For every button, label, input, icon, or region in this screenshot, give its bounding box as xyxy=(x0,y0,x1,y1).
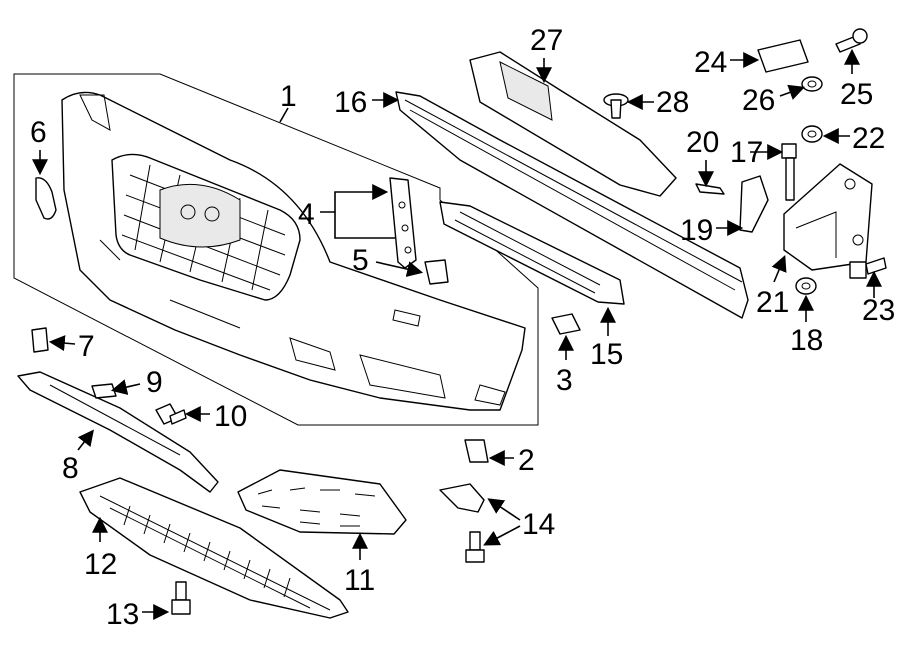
callout-4: 4 xyxy=(298,198,315,231)
callout-25: 25 xyxy=(840,78,873,111)
callout-10: 10 xyxy=(214,400,247,433)
callout-21: 21 xyxy=(756,286,789,319)
nut-18 xyxy=(795,277,817,295)
leader-lines xyxy=(32,48,882,620)
bumper-assembly-frame xyxy=(13,73,539,426)
bolt-25 xyxy=(835,28,868,53)
clip-2 xyxy=(464,439,489,463)
callout-9: 9 xyxy=(146,366,163,399)
lower-grille xyxy=(237,469,407,535)
bolt-13 xyxy=(171,581,191,615)
callout-27: 27 xyxy=(530,24,563,57)
callout-15: 15 xyxy=(590,338,623,371)
callout-18: 18 xyxy=(790,324,823,357)
clip-5 xyxy=(424,259,449,285)
tow-hook-cap xyxy=(35,177,57,220)
callout-20: 20 xyxy=(686,126,719,159)
air-guide xyxy=(469,51,677,197)
clip-9 xyxy=(91,383,117,399)
callout-8: 8 xyxy=(62,452,79,485)
callout-17: 17 xyxy=(730,136,763,169)
callout-13: 13 xyxy=(106,598,139,631)
nut-7 xyxy=(31,327,49,353)
callout-16: 16 xyxy=(334,86,367,119)
callout-7: 7 xyxy=(78,330,95,363)
bracket-24 xyxy=(757,39,809,73)
screw-10 xyxy=(155,403,187,425)
callout-1: 1 xyxy=(280,80,297,113)
nut-26 xyxy=(801,76,823,92)
bolt-23 xyxy=(849,257,887,279)
callout-12: 12 xyxy=(84,548,117,581)
bolt-17 xyxy=(781,143,797,201)
callout-14: 14 xyxy=(522,508,555,541)
callout-22: 22 xyxy=(852,122,885,155)
callout-28: 28 xyxy=(656,86,689,119)
bumper-cover xyxy=(61,91,526,411)
callout-labels: 1 2 3 4 5 6 7 8 9 10 11 12 13 14 15 16 1… xyxy=(30,24,895,631)
clip-3 xyxy=(551,313,581,335)
undershield xyxy=(79,477,349,619)
bumper-mount xyxy=(783,163,873,271)
callout-19: 19 xyxy=(680,214,713,247)
impact-bar xyxy=(395,91,749,319)
callout-3: 3 xyxy=(556,364,573,397)
callout-23: 23 xyxy=(862,294,895,327)
callout-6: 6 xyxy=(30,116,47,149)
nut-22 xyxy=(801,125,823,143)
guide-bracket xyxy=(389,177,417,269)
energy-absorber xyxy=(439,201,625,305)
callout-24: 24 xyxy=(694,46,727,79)
bracket-14 xyxy=(439,483,485,563)
rivet-20 xyxy=(695,183,725,195)
callout-11: 11 xyxy=(344,564,375,597)
lower-molding xyxy=(17,371,219,493)
bracket-19 xyxy=(739,175,769,233)
callout-2: 2 xyxy=(518,444,535,477)
push-pin-28 xyxy=(603,93,629,119)
callout-26: 26 xyxy=(742,84,775,117)
callout-5: 5 xyxy=(352,244,369,277)
